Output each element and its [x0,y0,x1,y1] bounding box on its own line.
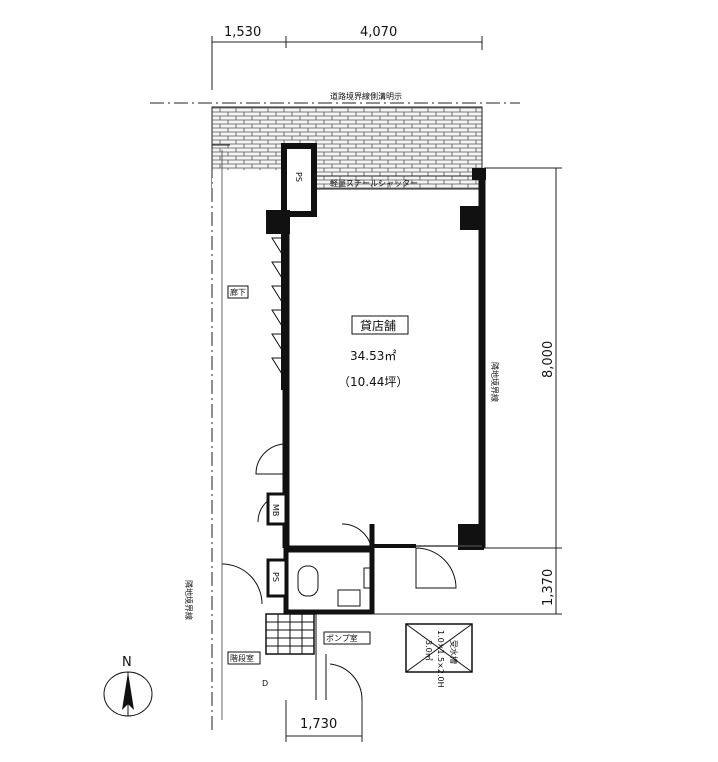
mb: MB [266,492,288,526]
right-boundary-label: 隣地境界線 [490,362,500,402]
corridor: 廊下 [227,285,249,299]
bottom-dimension: 1,730 [285,700,363,742]
dim-right-main: 8,000 [541,341,556,378]
road-boundary-label: 道路境界線側溝明示 [330,91,402,101]
utility-block: PS [266,547,375,615]
store-name: 貸店舗 [360,318,396,333]
corridor-label: 廊下 [230,287,246,297]
left-boundary-lines: 隣地境界線 [184,140,230,730]
pump-room-label: ポンプ室 [326,633,358,643]
right-dimension: 8,000 1,370 [372,167,562,615]
store-area: 34.53㎡ [350,349,396,363]
dim-top-right: 4,070 [360,25,397,40]
store-tsubo: （10.44坪） [338,375,408,389]
stairs-room-label: 階段室 [230,653,254,663]
d-label: D [262,679,268,688]
left-boundary-label: 隣地境界線 [184,580,194,620]
ps-top-label: PS [294,172,303,182]
stairs: ポンプ室 階段室 D [227,613,371,700]
water-tank-spec: 1.0×1.5×2.0H [436,630,445,688]
north-label: N [122,655,132,670]
mb-label: MB [271,504,280,516]
entrance-gap [212,170,282,210]
water-tank: 受水槽 1.0×1.5×2.0H 3.0㎥ [405,623,473,688]
dim-top-left: 1,530 [224,25,261,40]
north-arrow-icon [122,672,134,710]
north-arrow: N [103,655,153,717]
water-tank-label: 受水槽 [449,640,459,664]
dim-right-lower: 1,370 [541,569,556,606]
ps-top: PS [281,143,317,217]
shutter-label: 軽量スチールシャッター [330,179,418,188]
dim-bottom: 1,730 [300,717,337,732]
road-boundary-line: 道路境界線側溝明示 [150,91,520,104]
doors [221,443,457,701]
top-dimension: 1,530 4,070 [211,25,483,90]
toilet-icon [297,565,319,597]
store-room: 貸店舗 34.53㎡ （10.44坪） [338,315,409,389]
window-triangles [271,234,283,390]
ps-lower-label: PS [271,572,280,582]
water-tank-capacity: 3.0㎥ [424,640,433,661]
